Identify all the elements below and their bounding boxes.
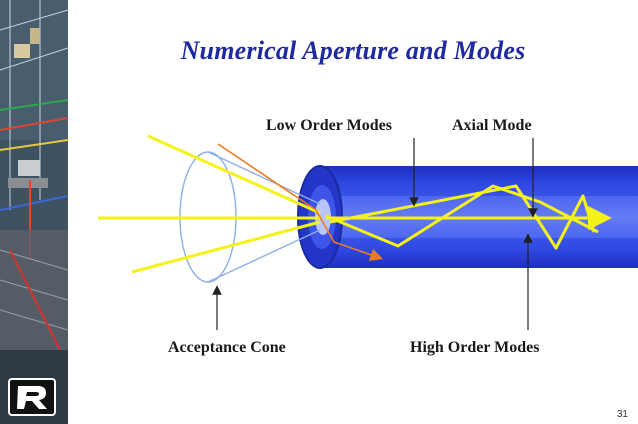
- fiber-optic-diagram: [98, 134, 638, 330]
- page-number: 31: [616, 409, 628, 420]
- acceptance-cone-label: Acceptance Cone: [168, 339, 286, 356]
- high-order-modes-label: High Order Modes: [410, 339, 540, 356]
- propagating-modes: [325, 184, 612, 250]
- decorative-side-panel: [0, 0, 68, 424]
- slide-title: Numerical Aperture and Modes: [180, 36, 526, 65]
- logo: [8, 378, 56, 416]
- axial-mode-label: Axial Mode: [452, 117, 532, 134]
- rejected-ray: [217, 143, 384, 261]
- high-order-mode-ray: [329, 184, 596, 250]
- low-order-modes-label: Low Order Modes: [266, 117, 392, 134]
- low-order-mode-ray: [325, 184, 599, 248]
- building-illustration: [0, 0, 68, 424]
- incoming-rays: [98, 134, 321, 274]
- pointer-arrows: [212, 138, 538, 330]
